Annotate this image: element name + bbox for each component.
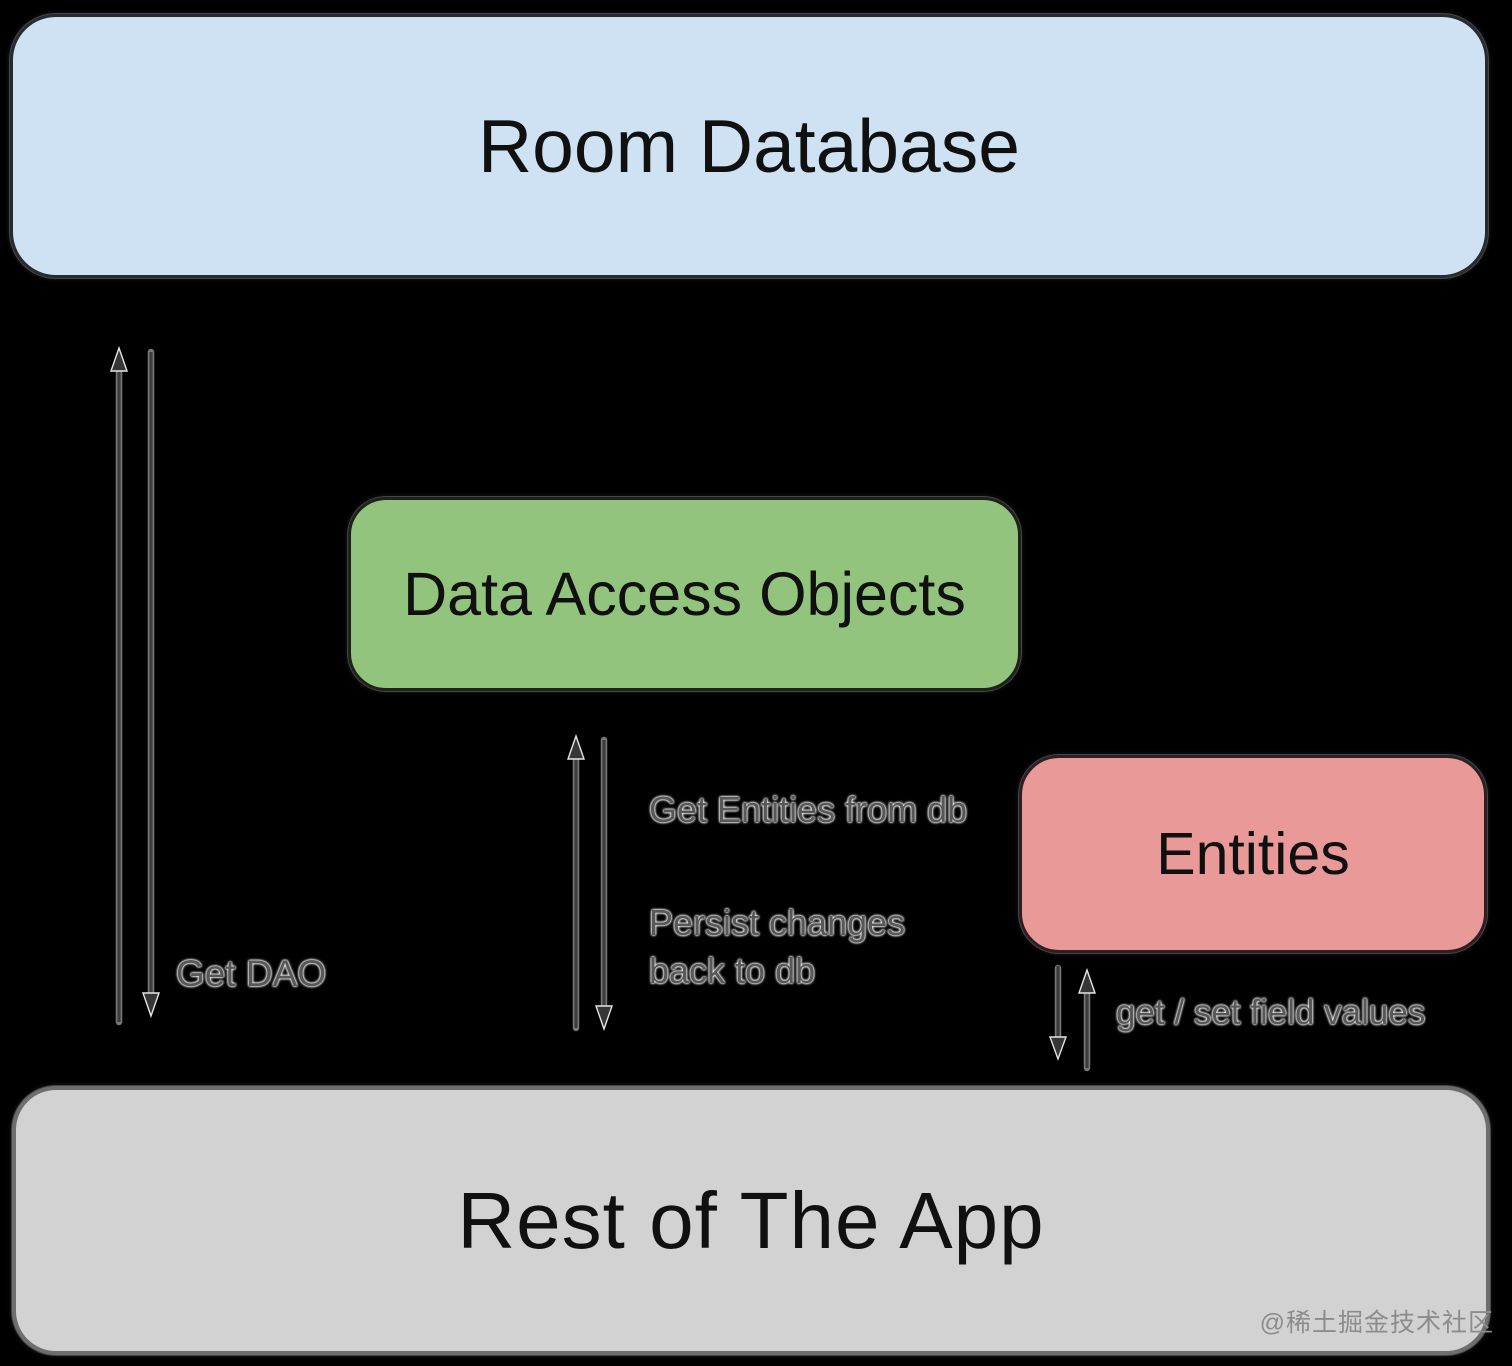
arrow-get-fields-up-icon xyxy=(1078,967,1096,1072)
node-data-access-objects-label: Data Access Objects xyxy=(403,560,966,628)
watermark-text: @稀土掘金技术社区 xyxy=(1259,1309,1494,1337)
arrow-get-dao-up-icon xyxy=(110,345,128,1026)
edge-label-persist-line1: Persist changes xyxy=(649,902,906,943)
node-entities-label: Entities xyxy=(1156,821,1350,887)
node-room-database: Room Database xyxy=(10,14,1488,278)
edge-label-persist-line2: back to db xyxy=(649,950,816,991)
edge-label-persist-changes: Persist changes back to db xyxy=(649,899,905,995)
node-entities: Entities xyxy=(1019,755,1487,953)
arrow-persist-down-icon xyxy=(595,736,613,1032)
edge-label-get-entities: Get Entities from db xyxy=(649,789,968,830)
node-rest-of-the-app-label: Rest of The App xyxy=(457,1175,1045,1265)
edge-label-get-dao: Get DAO xyxy=(176,953,327,994)
arrow-set-fields-down-icon xyxy=(1049,964,1067,1062)
node-rest-of-the-app: Rest of The App xyxy=(12,1086,1490,1355)
arrow-get-entities-up-icon xyxy=(567,733,585,1032)
node-data-access-objects: Data Access Objects xyxy=(348,497,1021,691)
arrow-get-dao-down-icon xyxy=(142,348,160,1019)
node-room-database-label: Room Database xyxy=(478,104,1020,188)
edge-label-get-set-field-values: get / set field values xyxy=(1116,993,1426,1032)
